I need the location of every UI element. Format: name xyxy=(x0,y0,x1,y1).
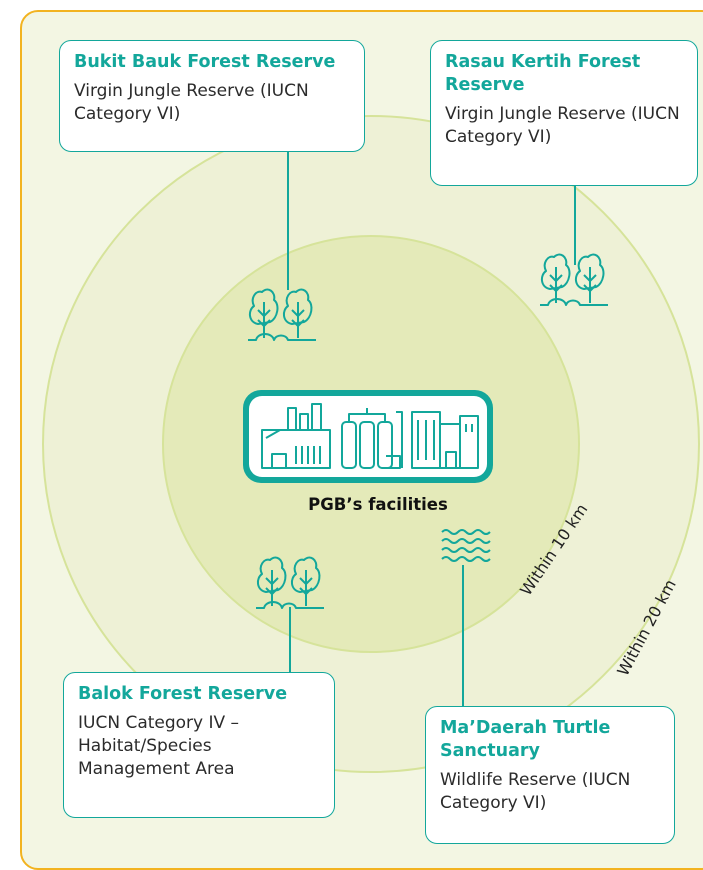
reserve-title: Ma’Daerah Turtle Sanctuary xyxy=(440,718,611,761)
reserve-description: Virgin Jungle Reserve (IUCN Category VI) xyxy=(74,81,309,124)
reserve-card-rasau-kertih: Rasau Kertih Forest Reserve Virgin Jungl… xyxy=(430,40,698,186)
facility-label: PGB’s facilities xyxy=(308,495,448,514)
reserve-description: IUCN Category IV – Habitat/Species Manag… xyxy=(78,713,240,779)
facility-box xyxy=(243,390,493,483)
industrial-facility-icon xyxy=(261,403,479,469)
reserve-description: Virgin Jungle Reserve (IUCN Category VI) xyxy=(445,104,680,147)
reserve-card-bukit-bauk: Bukit Bauk Forest Reserve Virgin Jungle … xyxy=(59,40,365,152)
reserve-title: Balok Forest Reserve xyxy=(78,684,288,704)
waves-icon xyxy=(441,529,491,562)
reserve-description: Wildlife Reserve (IUCN Category VI) xyxy=(440,770,631,813)
reserve-title: Bukit Bauk Forest Reserve xyxy=(74,52,336,72)
trees-icon xyxy=(248,288,316,341)
reserve-title: Rasau Kertih Forest Reserve xyxy=(445,52,641,95)
trees-icon xyxy=(540,253,608,306)
reserve-card-madaerah: Ma’Daerah Turtle Sanctuary Wildlife Rese… xyxy=(425,706,675,844)
trees-icon xyxy=(256,556,324,609)
reserve-card-balok: Balok Forest Reserve IUCN Category IV – … xyxy=(63,672,335,818)
